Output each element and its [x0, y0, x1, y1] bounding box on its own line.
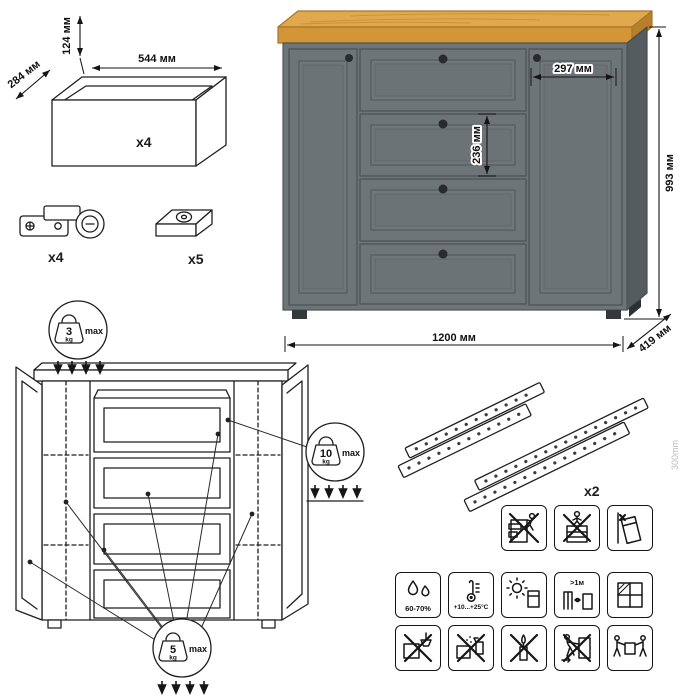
icon-no-open-flame: [501, 625, 547, 671]
dimension-depth: 419 мм: [626, 313, 676, 357]
load-limit-base-badge: 5 kg max: [152, 618, 212, 678]
right-door-knob: [533, 54, 541, 62]
load-base-max-label: max: [189, 644, 207, 654]
load-top-max-label: max: [85, 326, 103, 336]
two-person-carry-icon: [613, 635, 647, 657]
slide-rail-2: [463, 397, 649, 512]
no-scraper-icon: [403, 632, 433, 663]
icon-tip-over-warning: [607, 505, 653, 551]
no-push-furniture-icon: [561, 633, 592, 663]
load-drawer-max-label: max: [342, 448, 360, 458]
icon-no-dragging: [554, 625, 600, 671]
slide-length-label: 300mm: [670, 440, 680, 470]
commode-drawer-3: [359, 178, 527, 242]
icon-no-solvents: [448, 625, 494, 671]
dimension-width: 1200 мм: [284, 330, 624, 352]
tip-over-warning-icon: [617, 512, 642, 545]
load-limit-drawer-badge: 10 kg max: [305, 422, 365, 482]
drawer-box-height-label: 124 мм: [61, 17, 73, 55]
drawer-3-knob: [438, 184, 448, 194]
no-climbing-drawers-icon: [508, 512, 540, 544]
hinge-qty: x4: [48, 249, 64, 265]
icon-avoid-sunlight: [501, 572, 547, 618]
drawer-4-knob: [438, 249, 448, 259]
left-door-knob: [345, 54, 353, 62]
commode-drawer-2: [359, 113, 527, 177]
open-left-door: [15, 366, 43, 621]
thermometer-icon: [466, 580, 480, 603]
drawer-2-knob: [438, 119, 448, 129]
radiator-icon: [563, 591, 593, 610]
load-drawer-value: 10: [320, 448, 332, 460]
load-top-unit: kg: [65, 337, 73, 344]
hinge-drawing: x4: [19, 205, 105, 265]
icon-carry-with-two: [607, 625, 653, 671]
weight-icon: 5 kg: [158, 632, 188, 662]
icon-temperature: +10...+25°C: [448, 572, 494, 618]
icon-heater-distance: >1м: [554, 572, 600, 618]
load-top-value: 3: [66, 326, 72, 338]
dimension-door-width: 297 мм: [530, 61, 617, 86]
drawer-height-label: 236 мм: [471, 126, 483, 164]
dimension-drawer-height: 236 мм: [469, 113, 496, 177]
height-label: 993 мм: [664, 154, 676, 192]
icon-no-standing-on-top: [554, 505, 600, 551]
load-base-unit: kg: [169, 655, 177, 662]
load-limit-top-arrows: [53, 361, 105, 375]
commode-side-panel: [626, 26, 648, 311]
drawer-1-knob: [438, 54, 448, 64]
humidity-label: 60-70%: [405, 603, 431, 613]
icon-no-sharp-tools: [395, 625, 441, 671]
window-grid-icon: [617, 582, 643, 608]
door-width-label: 297 мм: [554, 63, 592, 75]
no-spray-icon: [456, 633, 486, 663]
drawer-box-depth-label: 284 мм: [6, 58, 43, 91]
load-base-value: 5: [170, 644, 176, 656]
commode-illustration: [277, 10, 653, 319]
open-top-drawer: [93, 397, 231, 453]
commode-drawer-1: [359, 48, 527, 112]
weight-icon: 10 kg: [311, 436, 341, 466]
icon-window-section: [607, 572, 653, 618]
no-standing-icon: [562, 510, 592, 543]
commode-left-door: [288, 48, 358, 306]
slide-rail-1: [397, 382, 545, 478]
load-limit-drawer-arrows: [306, 485, 364, 502]
weight-icon: 3 kg: [54, 314, 84, 344]
commode-drawer-4: [359, 243, 527, 305]
temperature-label: +10...+25°C: [453, 604, 489, 612]
commode-right-door: [528, 48, 623, 306]
drawer-box-width-label: 544 мм: [138, 53, 176, 65]
heat-distance-label: >1м: [569, 577, 585, 587]
load-callout-lines: [27, 417, 308, 642]
load-limit-top-badge: 3 kg max: [48, 300, 108, 360]
icon-no-climbing-drawers: [501, 505, 547, 551]
sun-icon: [506, 577, 540, 608]
humidity-drops-icon: [407, 580, 430, 597]
open-right-door: [281, 364, 309, 621]
load-drawer-unit: kg: [322, 459, 330, 466]
open-commode-drawing: [15, 362, 309, 629]
no-candle-icon: [509, 633, 539, 663]
slide-rails-drawing: x2 300mm: [397, 382, 680, 512]
leg-qty: x5: [188, 251, 204, 267]
drawer-box-qty: x4: [136, 134, 152, 150]
load-limit-base-arrows: [157, 681, 209, 695]
drawer-box-drawing: x4: [51, 76, 227, 167]
leg-drawing: x5: [155, 209, 213, 267]
slide-qty: x2: [584, 483, 600, 499]
icon-humidity: 60-70%: [395, 572, 441, 618]
width-label: 1200 мм: [432, 332, 476, 344]
